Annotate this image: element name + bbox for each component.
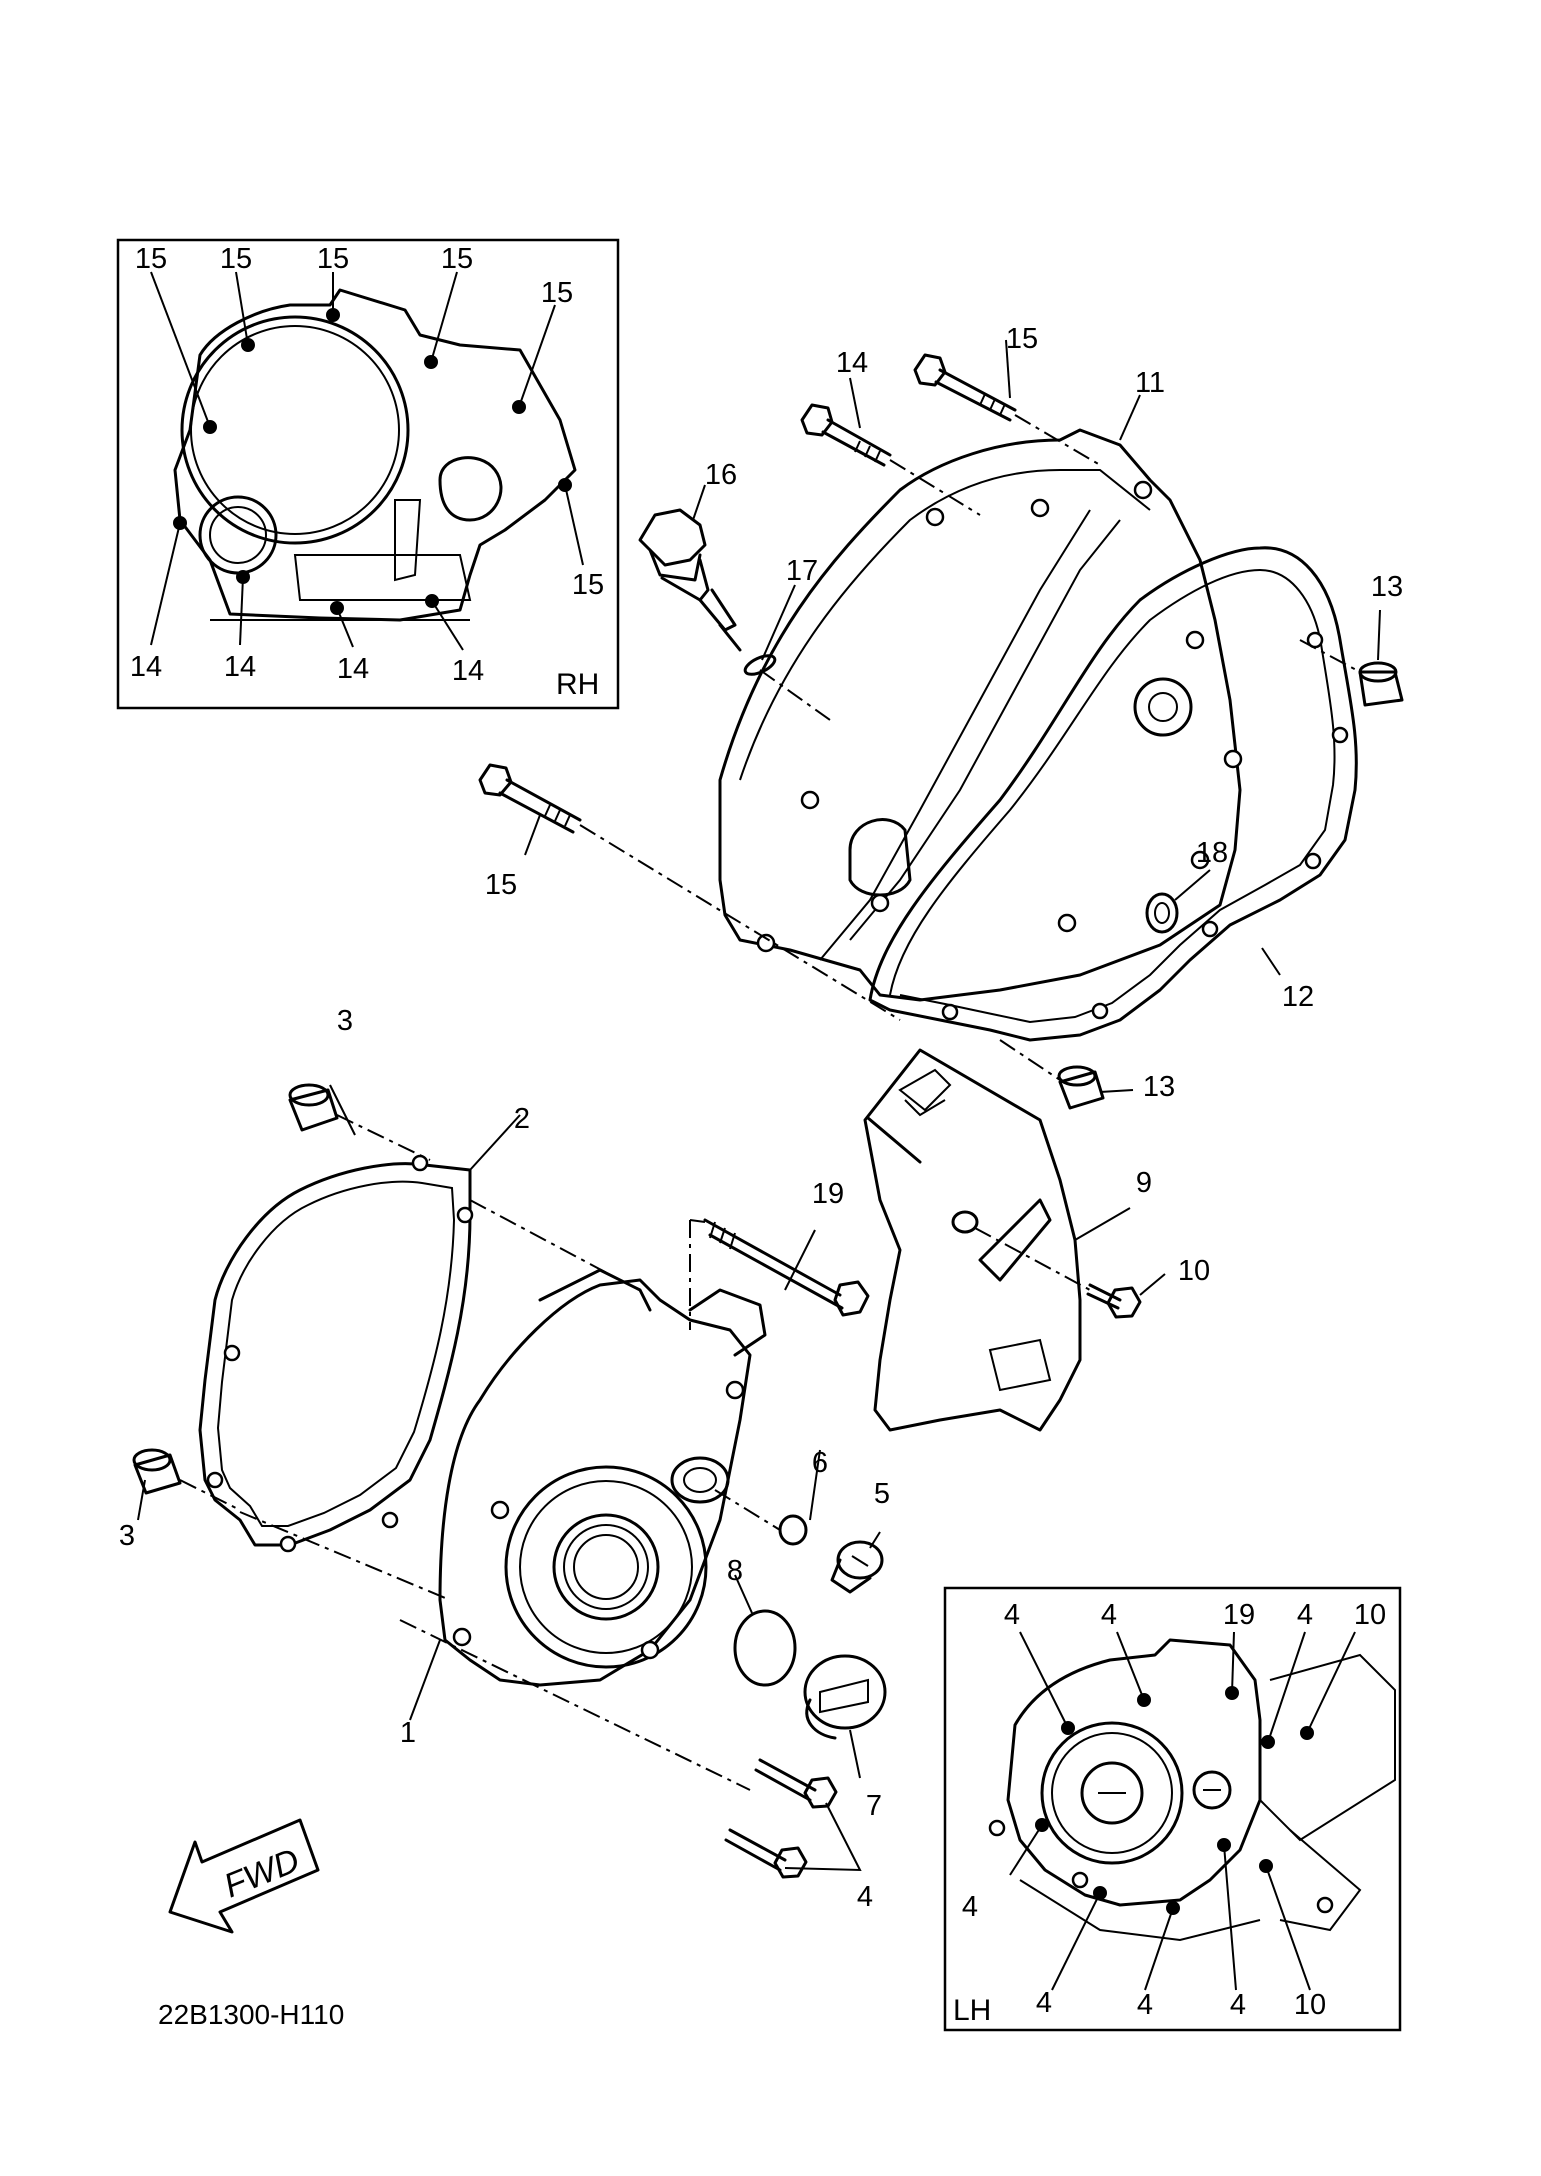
lh-callout-4: 4	[1137, 1989, 1153, 2021]
rh-callout-14: 14	[130, 651, 162, 683]
callout-11: 11	[1135, 367, 1165, 399]
dowel-13-upper	[1299, 639, 1404, 707]
callout-12: 12	[1282, 981, 1314, 1013]
lh-callout-4: 4	[1297, 1599, 1313, 1631]
rh-bolt-dots	[173, 308, 572, 615]
lh-cover-assembly: 3 3 2 1 6 5 8 7 4 19	[119, 1005, 890, 1913]
fwd-arrow: FWD	[168, 1818, 320, 1934]
lh-callout-10: 10	[1354, 1599, 1386, 1631]
callout-10: 10	[1178, 1255, 1210, 1287]
oring-17	[743, 654, 777, 676]
plug-5	[830, 1540, 884, 1594]
bolt-14-top	[800, 403, 981, 516]
oring-8	[733, 1609, 797, 1687]
oil-gauge-16	[638, 508, 742, 652]
plug-7	[803, 1654, 887, 1740]
callout-14: 14	[836, 347, 868, 379]
lh-callout-4: 4	[1230, 1989, 1246, 2021]
callout-2: 2	[514, 1103, 530, 1135]
callout-18: 18	[1196, 837, 1228, 869]
inset-lh: 4 4 19 4 10 4 4 4 4 10 LH	[943, 1586, 1402, 2032]
rh-callout-15: 15	[317, 243, 349, 275]
lh-callout-4: 4	[1036, 1987, 1052, 2019]
oring-6	[778, 1514, 808, 1546]
callout-19: 19	[812, 1178, 844, 1210]
rh-callout-15: 15	[220, 243, 252, 275]
rh-callout-14: 14	[337, 653, 369, 685]
rh-callout-14: 14	[452, 655, 484, 687]
lh-callout-4: 4	[1101, 1599, 1117, 1631]
callout-15: 15	[485, 869, 517, 901]
bolts-4	[724, 1758, 862, 1879]
callout-8: 8	[727, 1555, 743, 1587]
rh-callout-15: 15	[135, 243, 167, 275]
lh-callout-4: 4	[962, 1891, 978, 1923]
bolt-15-left	[478, 763, 901, 1021]
bolt-15-top	[913, 353, 1101, 466]
bolt-19	[689, 1218, 870, 1330]
callout-3: 3	[337, 1005, 353, 1037]
dowel-3-upper	[288, 1083, 431, 1161]
diagram-code: 22B1300-H110	[158, 1999, 344, 2030]
callout-13: 13	[1371, 571, 1403, 603]
lh-bolt-dots	[1035, 1686, 1314, 1915]
callout-17: 17	[786, 555, 818, 587]
callout-15: 15	[1006, 323, 1038, 355]
callout-4: 4	[857, 1881, 873, 1913]
inset-rh: 15 15 15 15 15 15 14 14 14 14 RH	[116, 238, 620, 710]
callout-3: 3	[119, 1520, 135, 1552]
lh-callout-10: 10	[1294, 1989, 1326, 2021]
seal-18	[1145, 892, 1179, 934]
rh-callout-15: 15	[441, 243, 473, 275]
bolt-10	[974, 1227, 1142, 1319]
callout-13: 13	[1143, 1071, 1175, 1103]
callout-16: 16	[705, 459, 737, 491]
inset-lh-label: LH	[953, 1994, 991, 2027]
callout-1: 1	[400, 1717, 416, 1749]
rh-callout-15: 15	[541, 277, 573, 309]
callout-7: 7	[866, 1790, 882, 1822]
callout-9: 9	[1136, 1167, 1152, 1199]
lh-callout-4: 4	[1004, 1599, 1020, 1631]
lh-callout-19: 19	[1223, 1599, 1255, 1631]
inset-lh-frame	[943, 1586, 1402, 2032]
inset-rh-frame	[116, 238, 620, 710]
callout-6: 6	[812, 1447, 828, 1479]
rh-cover-assembly: 15 14 11 16 17 13 18 12 15	[478, 323, 1404, 1042]
callout-5: 5	[874, 1478, 890, 1510]
rh-callout-15: 15	[572, 569, 604, 601]
rh-callout-14: 14	[224, 651, 256, 683]
dowel-3-lower	[132, 1448, 241, 1511]
inset-rh-label: RH	[556, 668, 599, 701]
sprocket-cover-9: 9 10 13	[863, 1039, 1210, 1432]
